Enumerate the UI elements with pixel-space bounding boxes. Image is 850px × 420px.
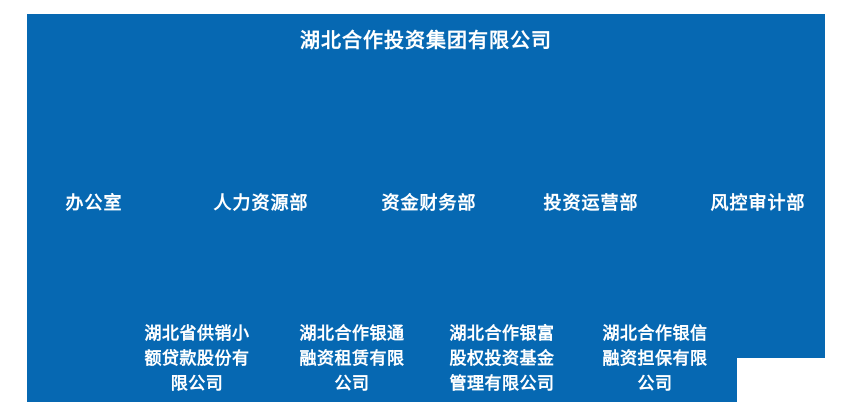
- corner-cutout: [737, 358, 850, 420]
- subsidiary-name-line: 融资担保有限: [602, 349, 708, 369]
- subsidiary-name-line: 湖北合作银信: [602, 324, 708, 344]
- dept-node-office: 办公室: [65, 193, 123, 214]
- org-chart-panel: 湖北合作投资集团有限公司 办公室 人力资源部 资金财务部 投资运营部 风控审计部…: [27, 14, 825, 402]
- company-root-node: 湖北合作投资集团有限公司: [300, 28, 552, 52]
- dept-node-investment-operations: 投资运营部: [543, 193, 639, 214]
- subsidiary-node-financing-guarantee: 湖北合作银信 融资担保有限 公司: [603, 322, 708, 397]
- subsidiary-name-line: 额贷款股份有: [144, 349, 250, 369]
- subsidiary-name-line: 湖北合作银富: [449, 324, 555, 344]
- subsidiary-node-equity-fund: 湖北合作银富 股权投资基金 管理有限公司: [450, 322, 555, 397]
- subsidiary-name-line: 公司: [334, 374, 370, 394]
- subsidiary-name-line: 湖北合作银通: [299, 324, 405, 344]
- subsidiary-name-line: 管理有限公司: [449, 374, 555, 394]
- subsidiary-node-microloan: 湖北省供销小 额贷款股份有 限公司: [145, 322, 250, 397]
- subsidiary-name-line: 限公司: [170, 374, 224, 394]
- subsidiary-name-line: 湖北省供销小: [144, 324, 250, 344]
- dept-node-human-resources: 人力资源部: [213, 193, 309, 214]
- subsidiary-name-line: 融资租赁有限: [299, 349, 405, 369]
- subsidiary-name-line: 公司: [637, 374, 673, 394]
- subsidiary-name-line: 股权投资基金: [449, 349, 555, 369]
- dept-node-risk-audit: 风控审计部: [710, 193, 806, 214]
- subsidiary-node-financial-leasing: 湖北合作银通 融资租赁有限 公司: [300, 322, 405, 397]
- dept-node-finance-treasury: 资金财务部: [381, 193, 477, 214]
